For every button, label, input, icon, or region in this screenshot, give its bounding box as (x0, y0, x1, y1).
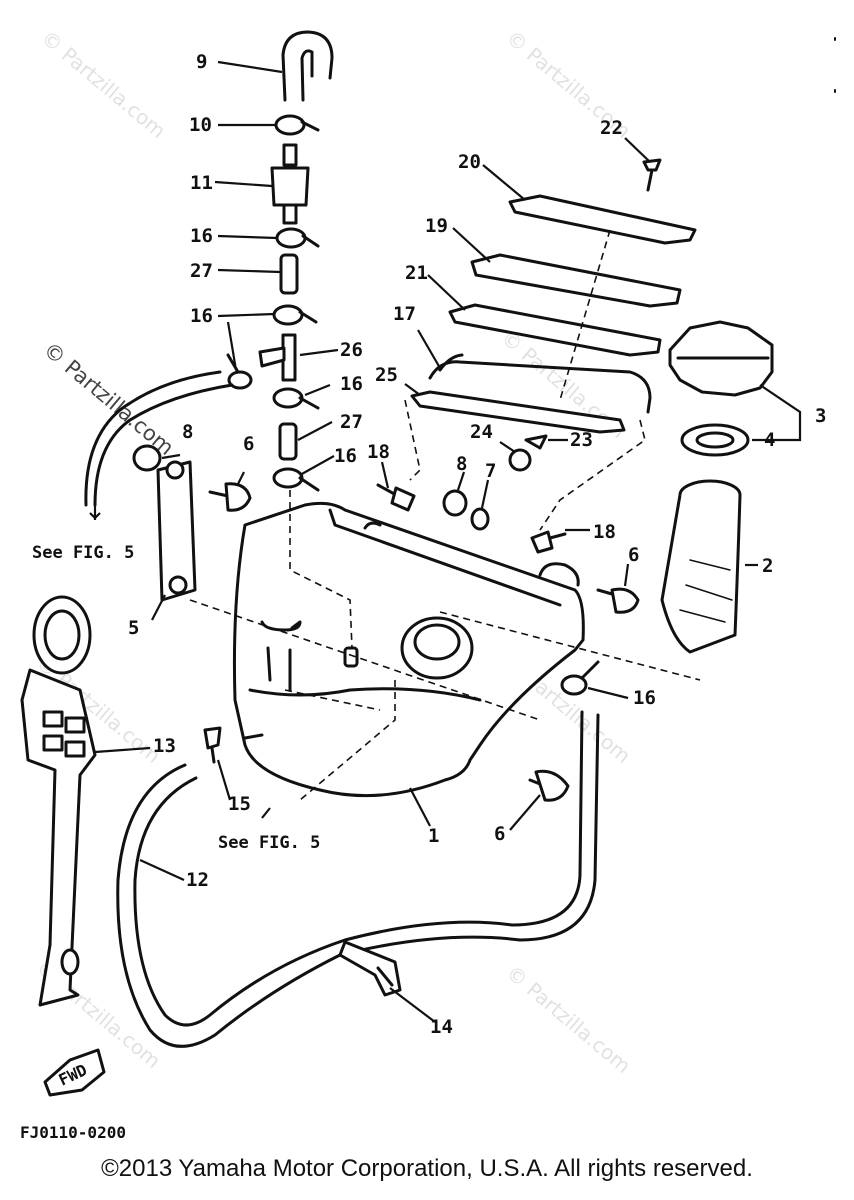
rod (428, 353, 652, 414)
tank-bracket (538, 562, 580, 587)
fwd-arrow: FWD (43, 1048, 106, 1097)
bolt (528, 769, 570, 802)
callout-9: 9 (196, 51, 207, 73)
callout-1: 1 (428, 825, 439, 847)
callout-4: 4 (764, 429, 775, 451)
callout-18: 18 (367, 441, 390, 463)
callout-7: 7 (485, 460, 496, 482)
gasket (448, 303, 662, 357)
clamp (275, 227, 320, 249)
screw (203, 726, 264, 764)
plate (470, 253, 682, 308)
callout-26: 26 (340, 339, 363, 361)
watermark: © Partzilla.com (502, 960, 636, 1078)
strap (410, 390, 626, 434)
mounting-bracket (20, 595, 97, 1007)
strainer (660, 479, 742, 654)
callout-23: 23 (570, 429, 593, 451)
callout-22: 22 (600, 117, 623, 139)
callout-12: 12 (186, 869, 209, 891)
filler-neck (400, 616, 474, 680)
t-joint (258, 333, 297, 382)
callout-6: 6 (494, 823, 505, 845)
cable-tie (338, 940, 402, 997)
drawing-code: FJ0110-0200 (20, 1123, 126, 1142)
callout-20: 20 (458, 151, 481, 173)
callout-16: 16 (633, 687, 656, 709)
leader-lines (89, 60, 802, 1023)
clip (524, 434, 548, 450)
nut (508, 448, 532, 472)
clamp (272, 304, 318, 326)
callout-2: 2 (762, 555, 773, 577)
callout-13: 13 (153, 735, 176, 757)
clamp (272, 387, 320, 410)
hose (84, 370, 234, 507)
bolt (208, 482, 252, 512)
parts-layer: FWD (20, 30, 774, 1097)
callout-11: 11 (190, 172, 213, 194)
copyright-notice: ©2013 Yamaha Motor Corporation, U.S.A. A… (101, 1155, 753, 1182)
callout-18: 18 (593, 521, 616, 543)
callout-16: 16 (334, 445, 357, 467)
bolt (376, 483, 416, 512)
seal-ring (680, 423, 750, 457)
pipe (279, 253, 299, 295)
callout-16: 16 (190, 305, 213, 327)
callout-24: 24 (470, 421, 493, 443)
washer (470, 507, 490, 531)
callout-3: 3 (815, 405, 826, 427)
tank-tab (363, 521, 382, 530)
callout-8: 8 (456, 453, 467, 475)
grommet (132, 444, 162, 472)
watermark: © Partzilla.com (37, 25, 171, 143)
callout-labels: 9 10 11 16 27 16 26 16 27 16 18 8 6 17 2… (128, 51, 826, 1038)
assembly-lines (189, 229, 701, 801)
callout-8: 8 (182, 421, 193, 443)
callout-6: 6 (243, 433, 254, 455)
clamp (272, 467, 320, 492)
callout-14: 14 (430, 1016, 453, 1038)
see-fig-note: See FIG. 5 (32, 543, 134, 563)
callout-19: 19 (425, 215, 448, 237)
pipe (278, 422, 298, 461)
callout-25: 25 (375, 364, 398, 386)
hose-elbow (281, 30, 334, 102)
see-fig-note: See FIG. 5 (218, 833, 320, 853)
callout-15: 15 (228, 793, 251, 815)
filler-cap (668, 320, 774, 397)
bracket (156, 460, 197, 602)
screw (642, 158, 662, 192)
grommet (442, 489, 468, 517)
cover (508, 194, 697, 245)
callout-10: 10 (189, 114, 212, 136)
clamp (226, 353, 253, 390)
callout-27: 27 (190, 260, 213, 282)
clamp (560, 660, 600, 696)
callout-16: 16 (340, 373, 363, 395)
callout-27: 27 (340, 411, 363, 433)
hose (116, 710, 600, 1048)
bolt (596, 587, 640, 614)
callout-16: 16 (190, 225, 213, 247)
callout-6: 6 (628, 544, 639, 566)
clamp (274, 114, 320, 136)
callout-17: 17 (393, 303, 416, 325)
callout-5: 5 (128, 617, 139, 639)
bolt (530, 530, 567, 554)
callout-21: 21 (405, 262, 428, 284)
fuel-filter (270, 143, 310, 225)
